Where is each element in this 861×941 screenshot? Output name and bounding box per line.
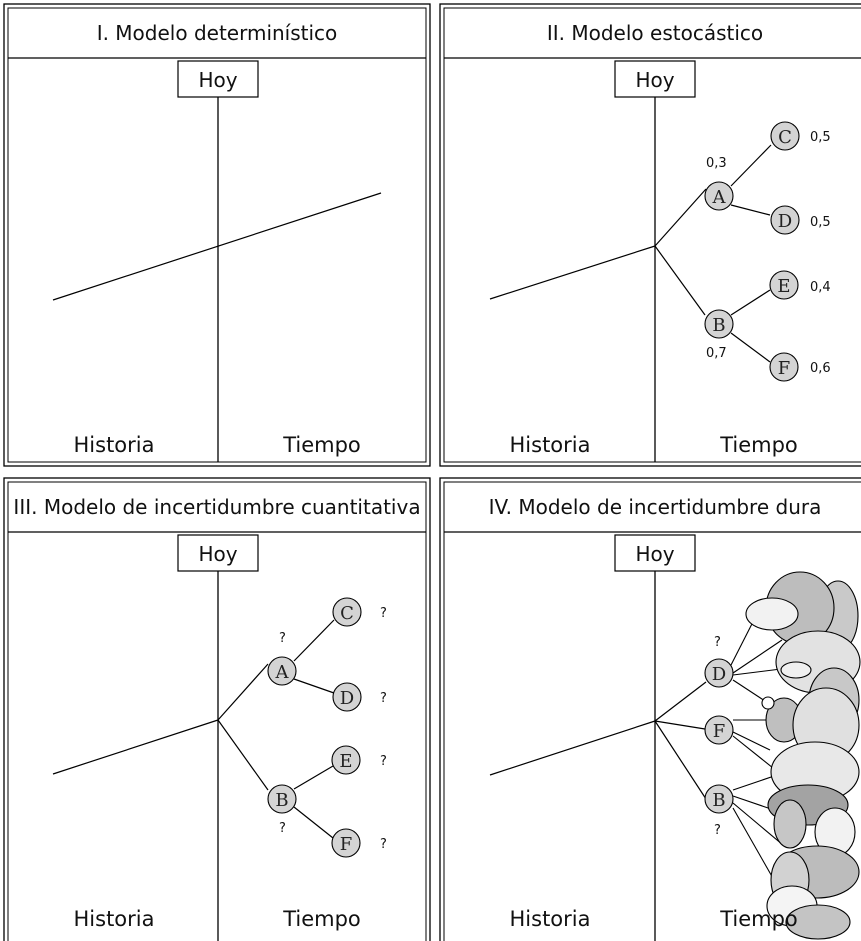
- prob-a: ?: [279, 631, 286, 646]
- panel-frame: [439, 477, 861, 941]
- branch-line: [293, 765, 334, 790]
- branch-line: [654, 245, 706, 316]
- panel-stochastic: II. Modelo estocástico Hoy A B C D: [439, 3, 861, 467]
- hoy-label: Hoy: [635, 68, 674, 92]
- prob-c: ?: [380, 606, 387, 621]
- node-d: D: [770, 205, 800, 235]
- history-label: Historia: [74, 433, 155, 457]
- node-e: E: [331, 745, 361, 775]
- prob-c: 0,5: [810, 130, 831, 145]
- hoy-label: Hoy: [198, 68, 237, 92]
- prob-b: ?: [714, 823, 721, 838]
- node-f: F: [704, 715, 734, 745]
- svg-text:A: A: [275, 662, 290, 683]
- branch-line: [293, 678, 335, 694]
- node-d: D: [704, 658, 734, 688]
- node-b: B: [704, 784, 734, 814]
- trajectory-line: [52, 719, 219, 775]
- branch-line: [654, 188, 707, 247]
- hoy-box: [614, 60, 696, 98]
- time-label: Tiempo: [719, 433, 798, 457]
- prob-e: 0,4: [810, 280, 831, 295]
- time-label: Tiempo: [282, 433, 361, 457]
- svg-text:F: F: [778, 358, 791, 379]
- panel-frame: [3, 477, 431, 941]
- prob-d: 0,5: [810, 215, 831, 230]
- prob-f: 0,6: [810, 361, 831, 376]
- svg-text:C: C: [778, 127, 792, 148]
- branch-line: [293, 806, 334, 839]
- prob-f: ?: [380, 837, 387, 852]
- panel-title: III. Modelo de incertidumbre cuantitativ…: [13, 495, 420, 519]
- svg-text:F: F: [340, 834, 353, 855]
- panel-inner-frame: [7, 481, 427, 941]
- time-label: Tiempo: [282, 907, 361, 931]
- svg-text:A: A: [712, 187, 727, 208]
- svg-text:E: E: [339, 751, 352, 772]
- panel-inner-frame: [443, 481, 861, 941]
- svg-text:E: E: [777, 276, 790, 297]
- node-e: E: [769, 270, 799, 300]
- panel-quantitative-uncertainty: III. Modelo de incertidumbre cuantitativ…: [3, 477, 431, 941]
- panel-hard-uncertainty: IV. Modelo de incertidumbre dura Hoy: [439, 477, 861, 941]
- node-f: F: [331, 828, 361, 858]
- prob-e: ?: [380, 754, 387, 769]
- prob-d: ?: [380, 691, 387, 706]
- history-label: Historia: [74, 907, 155, 931]
- branch-line: [730, 204, 771, 216]
- history-label: Historia: [510, 907, 591, 931]
- branch-line: [217, 719, 269, 791]
- svg-text:B: B: [712, 790, 725, 811]
- node-c: C: [770, 121, 800, 151]
- hoy-label: Hoy: [198, 542, 237, 566]
- node-a: A: [704, 181, 734, 211]
- prob-b: ?: [279, 821, 286, 836]
- svg-text:F: F: [713, 721, 726, 742]
- branch-line: [730, 144, 772, 187]
- node-d: D: [332, 682, 362, 712]
- node-b: B: [704, 309, 734, 339]
- branch-line: [293, 619, 335, 662]
- outcome-fan-lines: [729, 611, 784, 881]
- branch-line: [654, 720, 707, 800]
- svg-text:D: D: [340, 688, 354, 709]
- svg-text:C: C: [340, 603, 354, 624]
- branch-line: [217, 663, 269, 721]
- history-label: Historia: [510, 433, 591, 457]
- panel-inner-frame: [443, 7, 861, 463]
- hoy-box: [177, 534, 259, 572]
- branch-line: [730, 289, 771, 316]
- node-b: B: [267, 784, 297, 814]
- svg-text:B: B: [712, 315, 725, 336]
- hoy-label: Hoy: [635, 542, 674, 566]
- node-f: F: [769, 352, 799, 382]
- trajectory-line: [489, 245, 656, 300]
- trajectory-line: [489, 720, 656, 776]
- panel-frame: [3, 3, 431, 467]
- node-a: A: [267, 656, 297, 686]
- hoy-box: [177, 60, 259, 98]
- prob-a: 0,3: [706, 156, 727, 171]
- node-c: C: [332, 597, 362, 627]
- branch-line: [730, 332, 771, 363]
- panel-inner-frame: [7, 7, 427, 463]
- uncertainty-cloud: [745, 571, 861, 940]
- svg-text:B: B: [275, 790, 288, 811]
- prob-b: 0,7: [706, 346, 727, 361]
- panel-title: I. Modelo determinístico: [97, 21, 338, 45]
- time-label: Tiempo: [719, 907, 798, 931]
- panel-title: IV. Modelo de incertidumbre dura: [489, 495, 822, 519]
- svg-text:D: D: [778, 211, 792, 232]
- panel-title: II. Modelo estocástico: [547, 21, 763, 45]
- svg-text:D: D: [712, 664, 726, 685]
- prob-d: ?: [714, 635, 721, 650]
- panel-deterministic: I. Modelo determinístico Hoy Historia Ti…: [3, 3, 431, 467]
- trajectory-line: [52, 192, 382, 301]
- panel-frame: [439, 3, 861, 467]
- branch-line: [654, 720, 706, 730]
- branch-line: [654, 681, 707, 722]
